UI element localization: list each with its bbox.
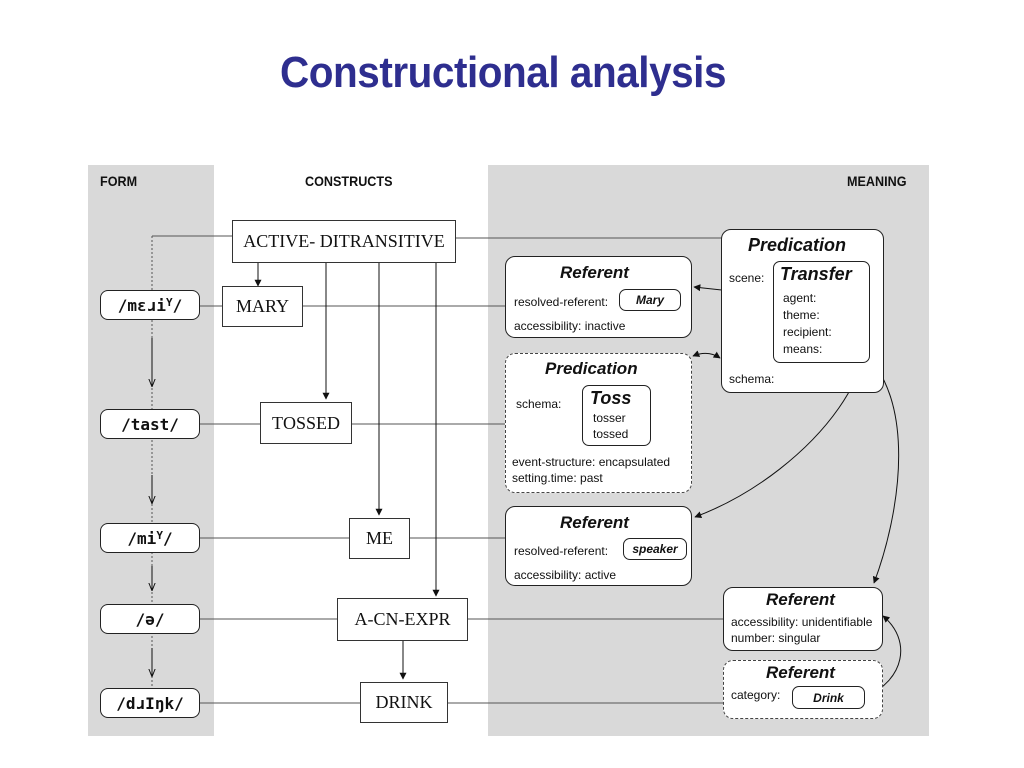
scene-label: scene: (729, 271, 765, 285)
referent-mary-box: Referent resolved-referent: Mary accessi… (505, 256, 692, 338)
accessibility-line: accessibility: active (514, 568, 617, 582)
referent-title: Referent (560, 263, 629, 282)
recipient-role: recipient: (783, 325, 832, 339)
schema-label: schema: (516, 397, 562, 411)
resolved-referent-value: Mary (619, 289, 681, 311)
referent-unidentifiable-box: Referent accessibility: unidentifiable n… (723, 587, 883, 651)
means-role: means: (783, 342, 823, 356)
referent-drink-box: Referent category: Drink (723, 660, 883, 719)
form-tossed: /tast/ (100, 409, 200, 439)
transfer-scene-title: Transfer (780, 264, 852, 284)
referent-title: Referent (766, 590, 835, 609)
number-line: number: singular (731, 631, 821, 645)
category-value: Drink (792, 686, 865, 709)
form-column-header: FORM (100, 173, 138, 189)
form-a: /ə/ (100, 604, 200, 634)
form-panel (88, 165, 214, 736)
toss-schema-title: Toss (590, 388, 632, 408)
event-structure-line: event-structure: encapsulated (512, 455, 671, 469)
agent-role: agent: (783, 291, 817, 305)
form-drink: /dɹIŋk/ (100, 688, 200, 718)
predication-title: Predication (748, 235, 847, 255)
setting-time-line: setting.time: past (512, 471, 603, 485)
predication-title: Predication (545, 359, 638, 378)
predication-transfer-box: Predication scene: Transfer agent: theme… (721, 229, 884, 393)
referent-speaker-box: Referent resolved-referent: speaker acce… (505, 506, 692, 586)
resolved-referent-value: speaker (623, 538, 687, 560)
schema-label: schema: (729, 372, 775, 386)
resolved-referent-label: resolved-referent: (514, 544, 609, 558)
constructs-column-header: CONSTRUCTS (305, 173, 393, 189)
predication-toss-box: Predication schema: Toss tosser tossed e… (505, 353, 692, 493)
tossed-role: tossed (593, 427, 629, 441)
theme-role: theme: (783, 308, 820, 322)
page-title: Constructional analysis (279, 48, 727, 97)
category-label: category: (731, 688, 781, 702)
resolved-referent-label: resolved-referent: (514, 295, 609, 309)
tosser-role: tosser (593, 411, 626, 425)
transfer-scene-box: Transfer agent: theme: recipient: means: (773, 261, 870, 363)
accessibility-line: accessibility: unidentifiable (731, 615, 873, 629)
referent-title: Referent (766, 663, 835, 682)
toss-schema-box: Toss tosser tossed (582, 385, 651, 446)
referent-title: Referent (560, 513, 629, 532)
meaning-column-header: MEANING (847, 173, 907, 189)
accessibility-line: accessibility: inactive (514, 319, 626, 333)
